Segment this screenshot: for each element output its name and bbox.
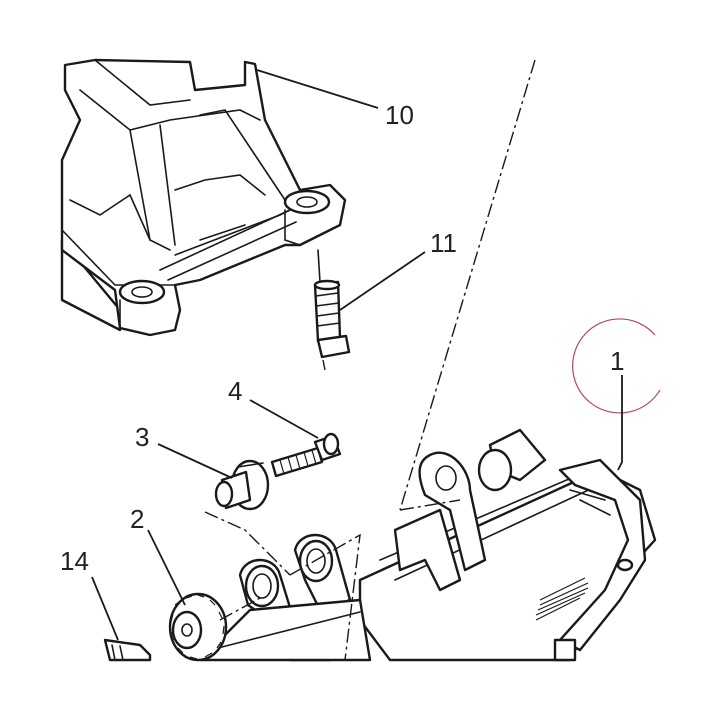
clip-part-14 xyxy=(103,638,152,662)
callout-part-3: 3 xyxy=(135,422,149,452)
bolt-part-4 xyxy=(270,432,342,478)
callout-part-14: 14 xyxy=(60,546,89,576)
frame-bracket-part-10 xyxy=(60,58,347,337)
highlight-circle xyxy=(572,318,661,414)
callout-part-1: 1 xyxy=(610,346,624,376)
pedal-assembly-part-1 xyxy=(358,428,657,662)
callout-part-10: 10 xyxy=(385,100,414,130)
leader-lines xyxy=(91,69,623,641)
lever-mount-arms xyxy=(198,533,372,662)
bushing-part-3 xyxy=(214,459,270,511)
callout-part-4: 4 xyxy=(228,376,242,406)
gear-part-2 xyxy=(168,592,228,662)
bolt-part-11 xyxy=(313,249,351,359)
callout-part-2: 2 xyxy=(130,504,144,534)
assembly-axis-lines xyxy=(204,59,536,661)
callout-part-11: 11 xyxy=(430,228,457,258)
